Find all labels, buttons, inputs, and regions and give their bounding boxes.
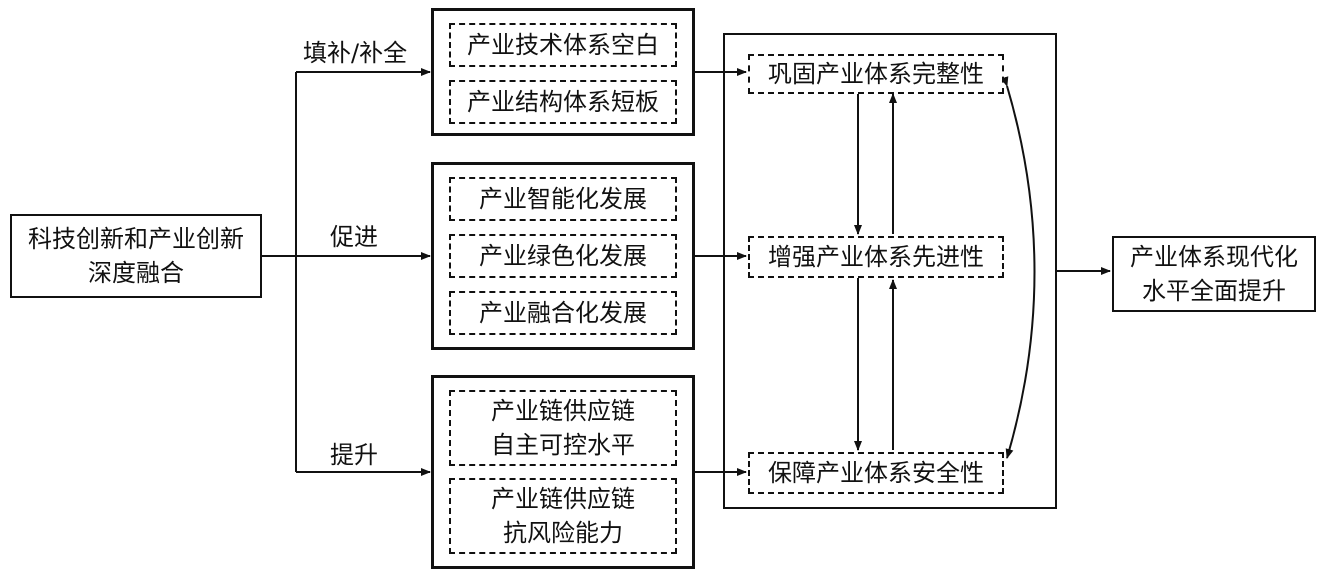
group-promote-frame bbox=[431, 162, 695, 350]
source-line2: 深度融合 bbox=[88, 259, 184, 287]
upgrade-item-resilience-line1: 产业链供应链 bbox=[491, 485, 635, 513]
promote-item-fusion: 产业融合化发展 bbox=[449, 291, 677, 335]
goals-frame bbox=[723, 33, 1057, 509]
promote-item-green: 产业绿色化发展 bbox=[449, 234, 677, 278]
upgrade-item-autonomy: 产业链供应链 自主可控水平 bbox=[449, 390, 677, 466]
arc-goal1-goal3 bbox=[1000, 76, 1036, 459]
fill-item-tech: 产业技术体系空白 bbox=[449, 23, 677, 67]
upgrade-item-autonomy-line2: 自主可控水平 bbox=[491, 431, 635, 459]
source-line1: 科技创新和产业创新 bbox=[28, 225, 244, 253]
group-upgrade-frame bbox=[431, 375, 695, 569]
result-box: 产业体系现代化 水平全面提升 bbox=[1112, 236, 1316, 312]
goal-security: 保障产业体系安全性 bbox=[748, 452, 1004, 494]
fill-item-structure: 产业结构体系短板 bbox=[449, 80, 677, 124]
result-line1: 产业体系现代化 bbox=[1130, 243, 1298, 271]
upgrade-item-resilience: 产业链供应链 抗风险能力 bbox=[449, 478, 677, 554]
upgrade-item-autonomy-line1: 产业链供应链 bbox=[491, 397, 635, 425]
branch-label-fill: 填补/补全 bbox=[303, 39, 408, 67]
upgrade-item-resilience-line2: 抗风险能力 bbox=[503, 519, 623, 547]
goal-integrity: 巩固产业体系完整性 bbox=[748, 54, 1004, 94]
promote-item-smart: 产业智能化发展 bbox=[449, 177, 677, 221]
source-box: 科技创新和产业创新 深度融合 bbox=[10, 214, 262, 298]
branch-label-promote: 促进 bbox=[330, 223, 378, 251]
result-line2: 水平全面提升 bbox=[1142, 277, 1286, 305]
group-fill-frame bbox=[431, 8, 695, 136]
branch-label-upgrade: 提升 bbox=[330, 441, 378, 469]
goal-advancement: 增强产业体系先进性 bbox=[748, 236, 1004, 278]
